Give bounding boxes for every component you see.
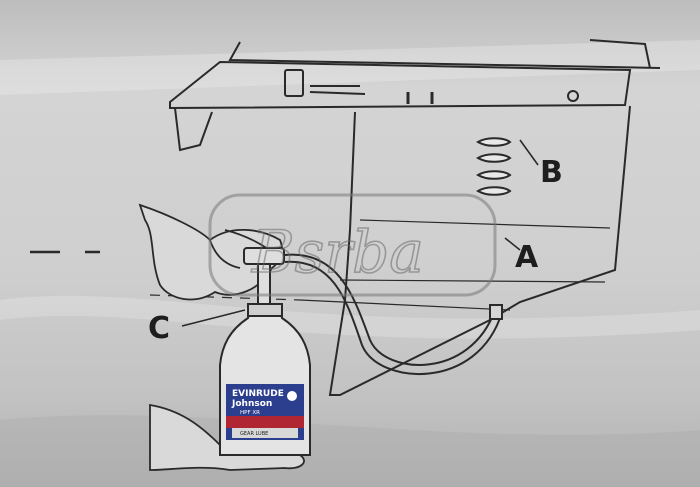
callout-a: A [515,240,539,275]
water-intake-vents [476,137,512,196]
gearcase-top-plate [169,39,661,152]
lube-bottle: EVINRUDE Johnson HPF XR GEAR LUBE [219,303,311,456]
bottle-brand-line2: Johnson [231,399,272,409]
hose [284,253,503,376]
bottle-lube-text: GEAR LUBE [240,431,268,437]
bottle-brand-line1: EVINRUDE [232,389,284,399]
callout-c: C [148,311,171,346]
leader-lines [181,139,539,327]
bottle-product: HPF XR [240,410,260,416]
watermark: Bsrba [208,193,497,297]
callout-b: B [540,155,563,190]
watermark-text: Bsrba [251,218,424,286]
